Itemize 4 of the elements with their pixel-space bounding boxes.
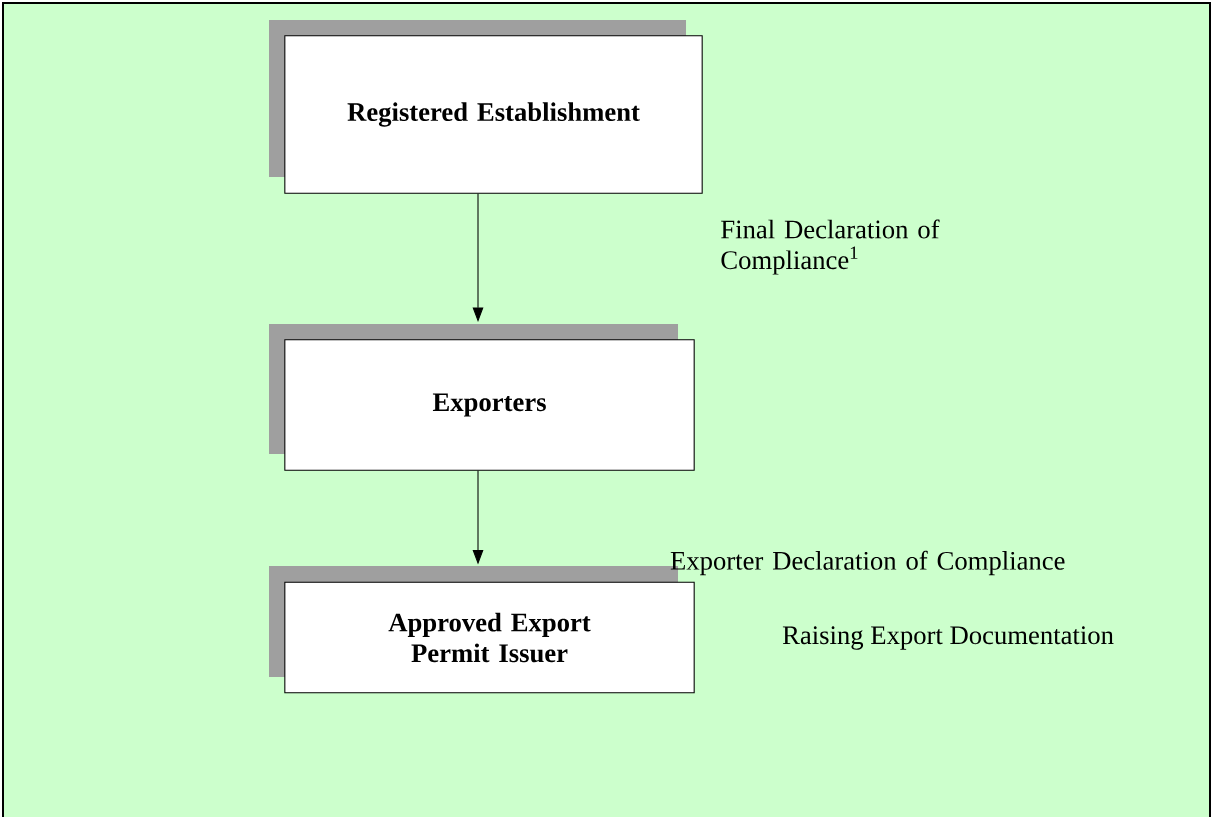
side-note: Raising Export Documentation <box>782 626 1114 650</box>
process-box: Registered Establishment <box>269 20 703 194</box>
note-text: Final Declaration of Compliance$^{1}$ <box>721 219 940 275</box>
process-box: Exporters <box>269 324 695 471</box>
